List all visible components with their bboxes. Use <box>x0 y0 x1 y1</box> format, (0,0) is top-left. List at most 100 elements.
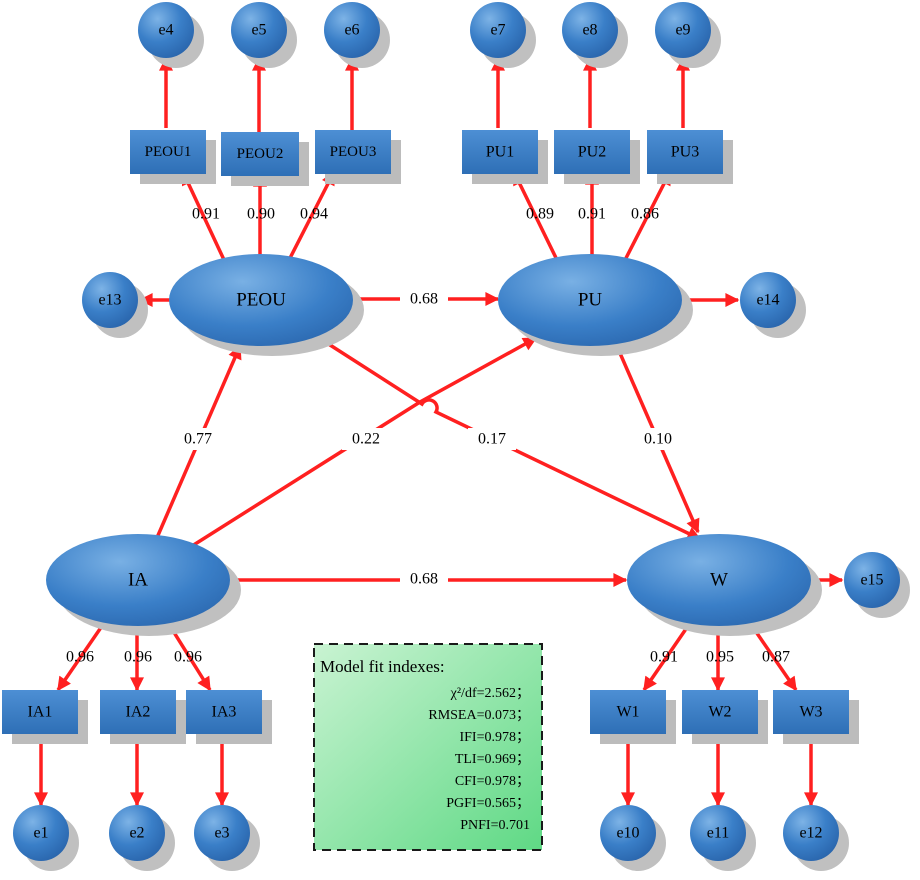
indicator-w3-label: W3 <box>799 704 822 721</box>
arrow-peou-peou3 <box>286 170 336 263</box>
arrow-peou-peou1 <box>181 170 227 263</box>
loading-ia1: 0.96 <box>66 649 94 666</box>
indicator-ia1-label: IA1 <box>28 704 53 721</box>
latent-peou-label: PEOU <box>236 290 286 311</box>
arrow-pu-pu3 <box>622 170 672 263</box>
path-pu-w: 0.10 <box>644 431 672 448</box>
error-e3-label: e3 <box>214 825 229 842</box>
fit-line-rmsea: RMSEA=0.073； <box>428 708 530 723</box>
loading-w3: 0.87 <box>762 649 790 666</box>
error-e11-label: e11 <box>707 825 730 842</box>
error-e10: e10 <box>600 805 666 871</box>
error-e7-label: e7 <box>490 22 505 39</box>
loading-peou1: 0.91 <box>192 206 220 223</box>
error-e3: e3 <box>194 805 260 871</box>
error-e2-label: e2 <box>129 825 144 842</box>
latent-pu-label: PU <box>578 290 603 311</box>
indicator-ia2: IA2 <box>100 690 186 744</box>
error-terms: e4 e5 e6 e7 e8 e9 <box>13 2 910 871</box>
indicator-ia1: IA1 <box>2 690 88 744</box>
path-ia-pu: 0.22 <box>352 431 380 448</box>
error-e15: e15 <box>844 552 910 618</box>
loading-w1: 0.91 <box>650 649 678 666</box>
error-e5-label: e5 <box>251 22 266 39</box>
indicator-ia2-label: IA2 <box>126 704 151 721</box>
path-ia-w: 0.68 <box>410 571 438 588</box>
indicator-w1: W1 <box>590 690 676 744</box>
indicator-pu1-label: PU1 <box>486 144 514 161</box>
error-e14-label: e14 <box>756 292 779 309</box>
indicator-ia3: IA3 <box>186 690 272 744</box>
indicator-pu3: PU3 <box>647 130 733 184</box>
loading-ia3: 0.96 <box>174 649 202 666</box>
error-e11: e11 <box>690 805 756 871</box>
fit-line-ifi: IFI=0.978； <box>459 730 530 745</box>
indicator-peou3: PEOU3 <box>315 130 401 184</box>
error-e4: e4 <box>138 2 204 68</box>
error-e8: e8 <box>562 2 628 68</box>
error-e7: e7 <box>470 2 536 68</box>
arrow-peou-w <box>315 334 702 541</box>
latents: PEOU PU IA W <box>46 254 822 636</box>
loading-peou2: 0.90 <box>247 206 275 223</box>
loading-w2: 0.95 <box>706 649 734 666</box>
path-peou-w: 0.17 <box>478 431 506 448</box>
error-e5: e5 <box>231 2 297 68</box>
arrow-w-w3 <box>750 625 798 692</box>
arrow-w-w1 <box>642 625 690 692</box>
error-e12-label: e12 <box>799 825 822 842</box>
indicators: PEOU1 PEOU2 PEOU3 PU1 PU2 PU3 <box>2 130 859 744</box>
indicator-peou1-label: PEOU1 <box>145 144 192 160</box>
indicator-ia3-label: IA3 <box>212 704 237 721</box>
latent-w: W <box>627 534 822 636</box>
fit-box: Model fit indexes: χ²/df=2.562； RMSEA=0.… <box>313 643 543 851</box>
error-e12: e12 <box>783 805 849 871</box>
latent-ia: IA <box>46 534 241 636</box>
error-e13: e13 <box>82 272 148 338</box>
fit-line-tli: TLI=0.969； <box>455 752 530 767</box>
indicator-pu1: PU1 <box>462 130 548 184</box>
error-e6: e6 <box>324 2 390 68</box>
error-e15-label: e15 <box>860 572 883 589</box>
loading-peou3: 0.94 <box>300 206 328 223</box>
indicator-w2: W2 <box>682 690 768 744</box>
loading-pu3: 0.86 <box>631 206 659 223</box>
fit-line-pgfi: PGFI=0.565； <box>446 796 530 811</box>
fit-line-chi: χ²/df=2.562； <box>450 686 530 701</box>
error-e2: e2 <box>109 805 175 871</box>
indicator-pu2-label: PU2 <box>578 144 606 161</box>
latent-w-label: W <box>710 570 728 591</box>
coefficients: 0.91 0.90 0.94 0.89 0.91 0.86 0.68 0.77 … <box>66 206 790 666</box>
error-e1: e1 <box>13 805 79 871</box>
error-e9: e9 <box>655 2 721 68</box>
indicator-peou2: PEOU2 <box>221 132 309 186</box>
indicator-peou3-label: PEOU3 <box>330 144 377 160</box>
arrow-ia-ia3 <box>168 625 212 692</box>
error-e13-label: e13 <box>98 292 121 309</box>
indicator-peou1: PEOU1 <box>130 130 216 184</box>
fit-line-pnfi: PNFI=0.701 <box>460 818 530 833</box>
indicator-w2-label: W2 <box>708 704 731 721</box>
indicator-w1-label: W1 <box>616 704 639 721</box>
error-e4-label: e4 <box>158 22 173 39</box>
error-e14: e14 <box>740 272 806 338</box>
path-ia-peou: 0.77 <box>184 431 212 448</box>
indicator-w3: W3 <box>773 690 859 744</box>
arrow-pu-pu1 <box>512 170 560 263</box>
loading-pu1: 0.89 <box>526 206 554 223</box>
indicator-peou2-label: PEOU2 <box>237 146 284 162</box>
error-e10-label: e10 <box>616 825 639 842</box>
indicator-pu2: PU2 <box>554 130 640 184</box>
indicator-pu3-label: PU3 <box>671 144 699 161</box>
fit-title: Model fit indexes: <box>320 657 445 676</box>
error-e6-label: e6 <box>344 22 359 39</box>
latent-ia-label: IA <box>128 570 148 591</box>
loading-pu2: 0.91 <box>578 206 606 223</box>
loading-ia2: 0.96 <box>124 649 152 666</box>
error-e1-label: e1 <box>33 825 48 842</box>
fit-line-cfi: CFI=0.978； <box>455 774 530 789</box>
path-peou-pu: 0.68 <box>410 291 438 308</box>
error-e9-label: e9 <box>675 22 690 39</box>
